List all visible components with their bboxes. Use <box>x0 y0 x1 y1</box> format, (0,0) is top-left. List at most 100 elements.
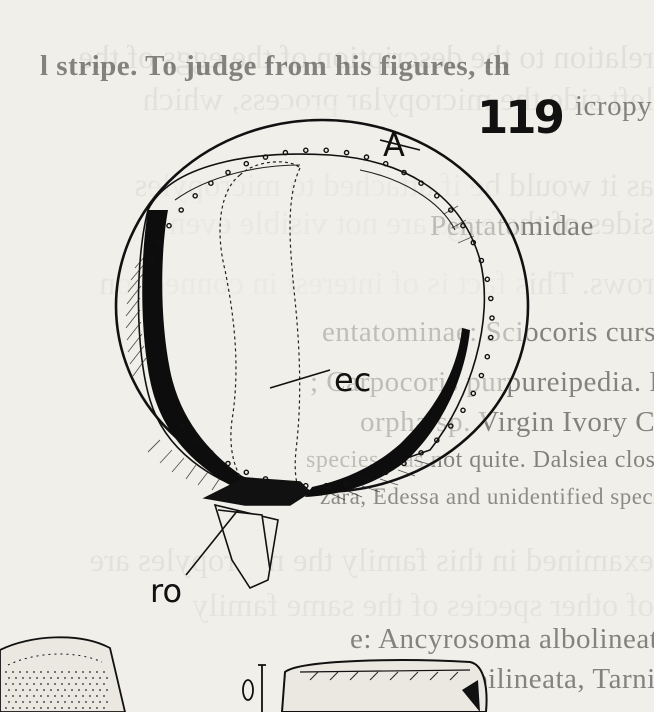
texture-dot <box>8 701 10 703</box>
egg-burster <box>202 477 312 590</box>
texture-dot <box>22 689 24 691</box>
micropyle <box>460 222 466 229</box>
texture-dot <box>26 683 28 685</box>
texture-dot <box>29 689 31 691</box>
micropyle <box>433 192 440 199</box>
texture-dot <box>103 671 105 673</box>
micropyle <box>262 154 269 160</box>
micropyle <box>401 169 407 176</box>
texture-dot <box>54 671 56 673</box>
body-text-line: e: Ancyrosoma albolineatum F <box>350 623 654 655</box>
texture-dot <box>33 671 35 673</box>
texture-dot <box>61 695 63 697</box>
texture-dot <box>68 695 70 697</box>
texture-dot <box>26 671 28 673</box>
texture-dot <box>82 695 84 697</box>
micropyle <box>208 449 214 456</box>
texture-dot <box>36 701 38 703</box>
texture-dot <box>57 701 59 703</box>
texture-dot <box>75 695 77 697</box>
micropyle <box>343 480 350 487</box>
texture-dot <box>85 677 87 679</box>
texture-dot <box>89 671 91 673</box>
texture-dot <box>5 671 7 673</box>
texture-dot <box>64 701 66 703</box>
texture-dot <box>15 689 17 691</box>
texture-dot <box>8 677 10 679</box>
texture-dot <box>106 689 108 691</box>
micropyle <box>302 147 309 154</box>
texture-dot <box>85 701 87 703</box>
texture-dot <box>40 683 42 685</box>
micropyle <box>243 160 250 167</box>
micropyle <box>225 169 231 176</box>
texture-dot <box>61 683 63 685</box>
texture-dot <box>26 695 28 697</box>
body-text-line: icropy <box>575 90 653 122</box>
texture-dot <box>36 689 38 691</box>
texture-dot <box>103 683 105 685</box>
texture-dot <box>82 671 84 673</box>
texture-dot <box>47 671 49 673</box>
micropyle <box>478 372 485 379</box>
micropyle <box>225 460 231 467</box>
micropyle <box>484 353 491 360</box>
micropyle <box>433 437 440 444</box>
texture-dot <box>96 707 98 709</box>
texture-dot <box>71 677 73 679</box>
texture-dot <box>82 707 84 709</box>
texture-dot <box>43 701 45 703</box>
body-text-line: zara, Edessa and unidentified species <box>320 484 654 509</box>
texture-dot <box>43 677 45 679</box>
texture-dot <box>89 683 91 685</box>
texture-dot <box>47 695 49 697</box>
partial-figure-left <box>0 636 126 712</box>
texture-dot <box>12 671 14 673</box>
shell-hatching <box>125 205 475 501</box>
texture-dot <box>92 689 94 691</box>
texture-dot <box>26 707 28 709</box>
texture-dot <box>50 677 52 679</box>
texture-dot <box>106 701 108 703</box>
texture-dot <box>85 689 87 691</box>
texture-dot <box>61 707 63 709</box>
micropyle <box>487 334 494 341</box>
micropyle-ring <box>147 147 495 489</box>
partial-figure-middle <box>242 664 266 712</box>
micropyle <box>363 154 370 160</box>
texture-dot <box>61 671 63 673</box>
micropyle <box>166 222 172 229</box>
micropyle <box>323 147 330 154</box>
texture-dot <box>40 707 42 709</box>
texture-dot <box>15 701 17 703</box>
texture-dot <box>12 707 14 709</box>
texture-dot <box>43 689 45 691</box>
texture-dot <box>78 677 80 679</box>
micropyle <box>418 180 424 186</box>
micropyle <box>147 257 154 264</box>
texture-dot <box>99 677 101 679</box>
texture-dot <box>22 677 24 679</box>
micropyle <box>401 460 407 467</box>
texture-dot <box>68 707 70 709</box>
texture-dot <box>12 695 14 697</box>
texture-dot <box>99 689 101 691</box>
partial-figure-right <box>280 659 488 712</box>
micropyle <box>470 239 477 246</box>
egg-inner-rim <box>137 153 486 496</box>
texture-dot <box>68 671 70 673</box>
texture-dot <box>40 671 42 673</box>
texture-dot <box>50 701 52 703</box>
texture-dot <box>64 677 66 679</box>
micropyle <box>487 295 494 302</box>
texture-dot <box>96 671 98 673</box>
body-text-line: l stripe. To judge from his figures, th <box>40 50 511 82</box>
micropyle <box>382 160 389 167</box>
texture-dot <box>12 683 14 685</box>
micropyle <box>178 207 184 213</box>
texture-dot <box>75 707 77 709</box>
texture-dot <box>29 701 31 703</box>
texture-dot <box>29 677 31 679</box>
texture-dot <box>106 677 108 679</box>
texture-dot <box>89 707 91 709</box>
